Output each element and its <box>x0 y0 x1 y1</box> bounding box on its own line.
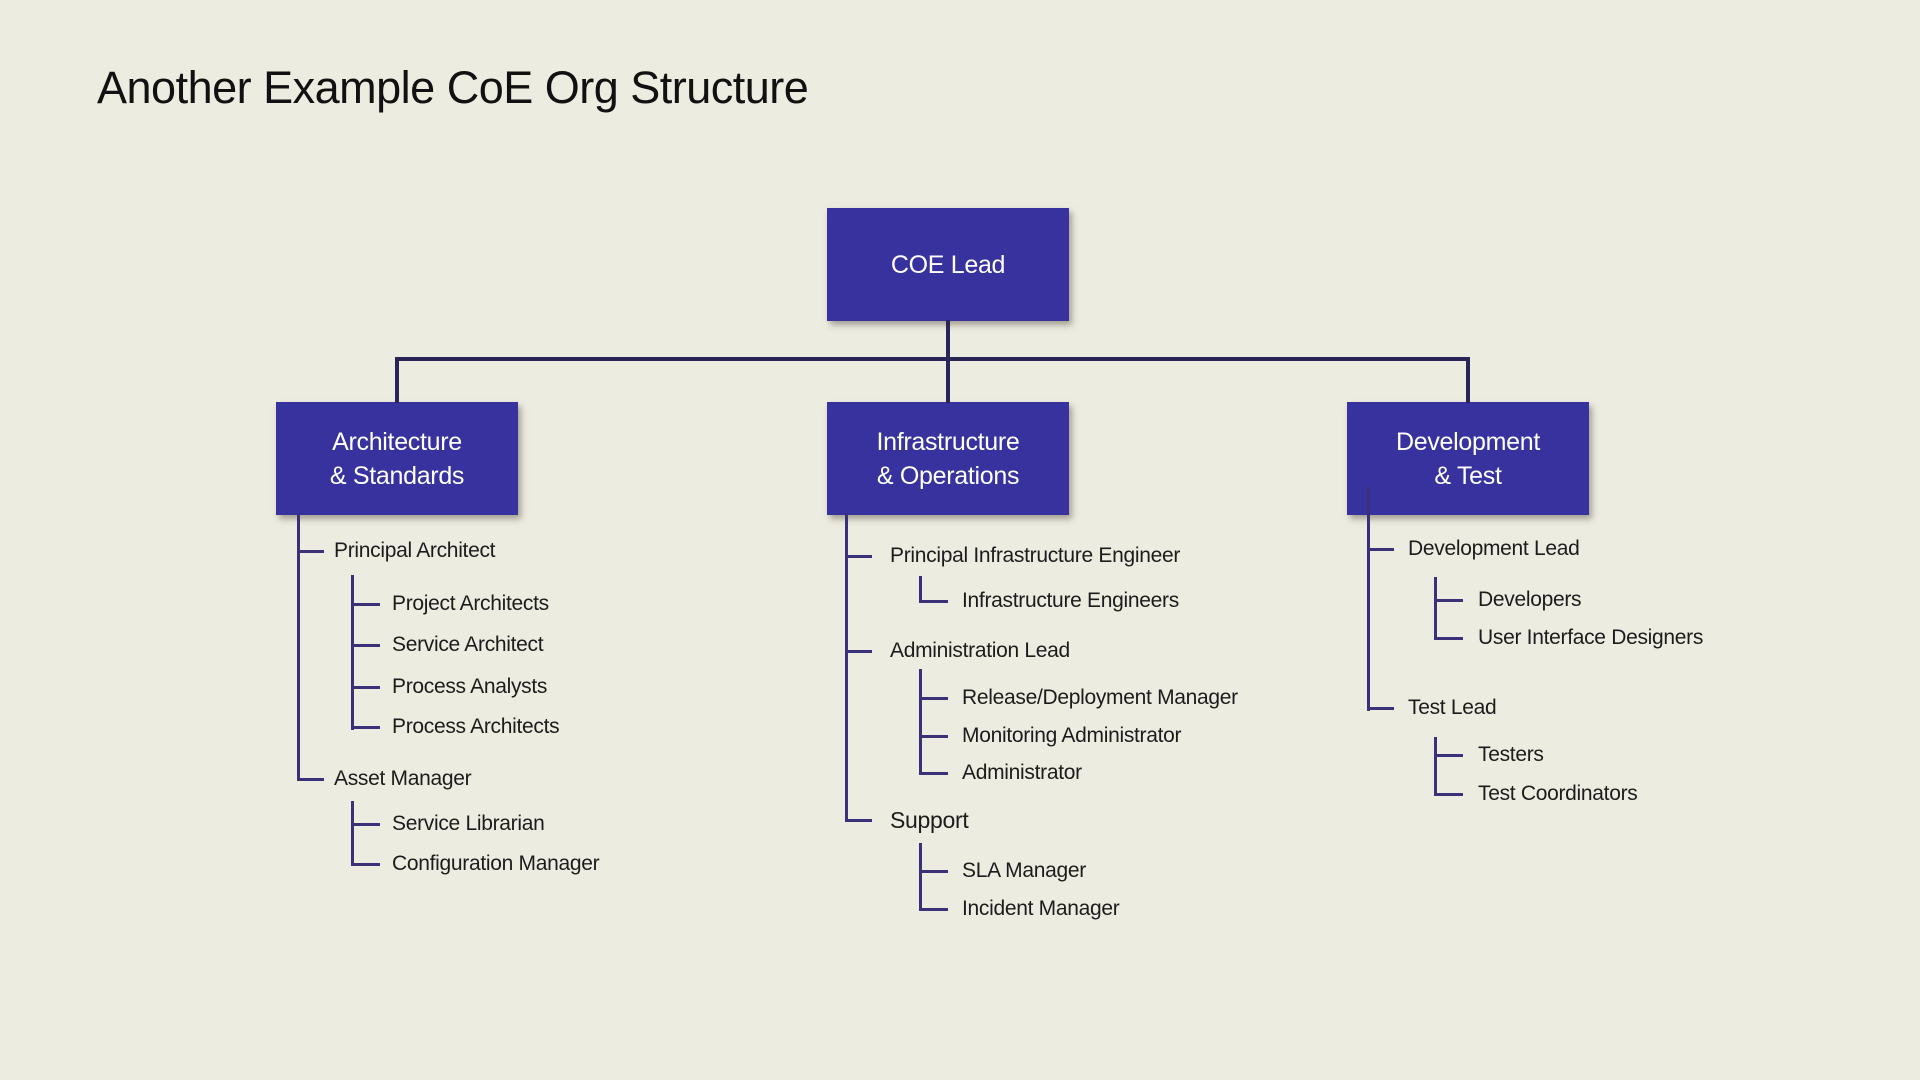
org-box-infrastructure-line2: & Operations <box>876 461 1020 490</box>
tree-line-architecture-stem <box>297 513 300 781</box>
tree-corner-infrastructure-engineers <box>919 600 948 603</box>
tree-line-asset-manager-substem <box>351 801 354 866</box>
org-item-infrastructure-engineers: Infrastructure Engineers <box>962 589 1179 612</box>
tree-corner-user-interface-designers <box>1434 637 1463 640</box>
org-box-architecture-line1: Architecture <box>332 427 462 456</box>
tree-tick-process-analysts <box>351 686 380 689</box>
tree-corner-test-coordinators <box>1434 793 1463 796</box>
org-item-monitoring-administrator: Monitoring Administrator <box>962 724 1182 747</box>
org-item-incident-manager: Incident Manager <box>962 897 1120 920</box>
org-item-service-librarian: Service Librarian <box>392 812 545 835</box>
org-box-architecture-standards: Architecture & Standards <box>276 402 518 515</box>
org-item-process-architects: Process Architects <box>392 715 560 738</box>
org-item-test-coordinators: Test Coordinators <box>1478 782 1638 805</box>
org-item-principal-architect: Principal Architect <box>334 539 496 562</box>
org-item-asset-manager: Asset Manager <box>334 767 472 790</box>
org-item-support: Support <box>890 807 969 833</box>
tree-tick-process-architects <box>351 726 380 729</box>
connector-drop-architecture <box>395 357 399 403</box>
org-item-administration-lead: Administration Lead <box>890 639 1070 662</box>
tree-line-infrastructure-engineers-substem <box>919 576 922 603</box>
org-item-testers: Testers <box>1478 743 1544 766</box>
connector-coe-stem <box>946 320 950 403</box>
org-item-administrator: Administrator <box>962 761 1082 784</box>
tree-tick-release-deployment-manager <box>919 697 948 700</box>
org-item-release-deployment-manager: Release/Deployment Manager <box>962 686 1238 709</box>
tree-tick-project-architects <box>351 603 380 606</box>
org-item-test-lead: Test Lead <box>1408 696 1497 719</box>
tree-tick-principal-infrastructure-engineer <box>845 555 872 558</box>
org-box-infrastructure-operations: Infrastructure & Operations <box>827 402 1069 515</box>
org-box-development-test: Development & Test <box>1347 402 1589 515</box>
tree-line-support-substem <box>919 843 922 911</box>
org-item-configuration-manager: Configuration Manager <box>392 852 600 875</box>
tree-line-administration-lead-substem <box>919 669 922 775</box>
tree-tick-service-librarian <box>351 823 380 826</box>
tree-corner-incident-manager <box>919 908 948 911</box>
org-box-architecture-line2: & Standards <box>329 461 465 490</box>
tree-tick-administration-lead <box>845 650 872 653</box>
tree-line-principal-architect-substem <box>351 575 354 730</box>
org-item-user-interface-designers: User Interface Designers <box>1478 626 1704 649</box>
tree-corner-test-lead <box>1367 707 1394 710</box>
org-item-service-architect: Service Architect <box>392 633 544 656</box>
org-item-developers: Developers <box>1478 588 1582 611</box>
tree-tick-service-architect <box>351 644 380 647</box>
tree-tick-development-lead <box>1367 548 1394 551</box>
tree-tick-monitoring-administrator <box>919 735 948 738</box>
tree-corner-support <box>845 819 872 822</box>
tree-corner-asset-manager <box>297 778 324 781</box>
org-box-coe-lead-label: COE Lead <box>890 250 1006 279</box>
org-box-infrastructure-line1: Infrastructure <box>876 427 1020 456</box>
org-item-development-lead: Development Lead <box>1408 537 1580 560</box>
tree-tick-developers <box>1434 599 1463 602</box>
tree-corner-administrator <box>919 772 948 775</box>
org-item-principal-infrastructure-engineer: Principal Infrastructure Engineer <box>890 544 1181 567</box>
tree-line-development-lead-substem <box>1434 577 1437 640</box>
org-item-sla-manager: SLA Manager <box>962 859 1086 882</box>
tree-line-infrastructure-stem <box>845 513 848 822</box>
org-item-project-architects: Project Architects <box>392 592 549 615</box>
tree-corner-configuration-manager <box>351 863 380 866</box>
tree-line-test-lead-substem <box>1434 737 1437 796</box>
tree-tick-sla-manager <box>919 870 948 873</box>
tree-tick-testers <box>1434 754 1463 757</box>
org-box-coe-lead: COE Lead <box>827 208 1069 321</box>
tree-line-development-stem <box>1367 487 1370 711</box>
org-item-process-analysts: Process Analysts <box>392 675 548 698</box>
tree-tick-principal-architect <box>297 550 324 553</box>
slide-title: Another Example CoE Org Structure <box>97 62 809 113</box>
connector-horizontal-bar <box>395 357 1470 361</box>
org-box-development-line1: Development <box>1395 427 1540 456</box>
org-box-development-line2: & Test <box>1434 461 1502 490</box>
connector-drop-development <box>1466 357 1470 403</box>
